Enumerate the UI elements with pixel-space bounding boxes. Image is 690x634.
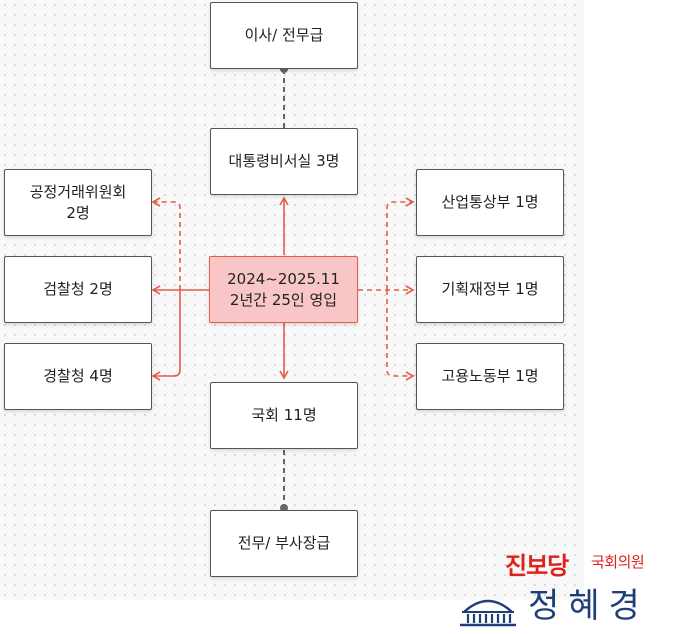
party-name: 진보당: [505, 552, 569, 580]
node-police: 경찰청 4명: [4, 343, 152, 410]
arrow-to-fair-trade: [151, 197, 181, 290]
node-fair-trade-count: 2명: [66, 203, 90, 222]
node-bottom-executive-label: 전무/ 부사장급: [237, 534, 331, 553]
node-assembly: 국회 11명: [210, 382, 358, 449]
node-president-office: 대통령비서실 3명: [210, 128, 358, 195]
node-trade-ministry: 산업통상부 1명: [416, 169, 564, 236]
node-labor-ministry: 고용노동부 1명: [416, 343, 564, 410]
node-president-office-label: 대통령비서실 3명: [228, 152, 340, 171]
lawmaker-title: 국회의원: [591, 553, 645, 571]
node-center-summary: 2024~2025.11 2년간 25인 영입: [209, 256, 358, 323]
node-top-executive-label: 이사/ 전무급: [244, 26, 324, 45]
node-finance-ministry-label: 기획재정부 1명: [441, 280, 539, 299]
node-fair-trade: 공정거래위원회 2명: [4, 169, 152, 236]
node-bottom-executive: 전무/ 부사장급: [210, 510, 358, 577]
node-assembly-label: 국회 11명: [251, 406, 317, 425]
node-police-label: 경찰청 4명: [43, 367, 113, 386]
node-labor-ministry-label: 고용노동부 1명: [441, 367, 539, 386]
arrow-to-trade-ministry: [386, 197, 415, 290]
center-period: 2024~2025.11: [227, 270, 340, 289]
center-count: 2년간 25인 영입: [229, 290, 338, 309]
node-fair-trade-label: 공정거래위원회: [29, 183, 127, 202]
arrow-to-labor-ministry: [386, 290, 415, 381]
node-prosecution: 검찰청 2명: [4, 256, 152, 323]
arrow-to-police: [151, 290, 181, 381]
node-finance-ministry: 기획재정부 1명: [416, 256, 564, 323]
node-prosecution-label: 검찰청 2명: [43, 280, 113, 299]
node-top-executive: 이사/ 전무급: [210, 2, 358, 69]
diagram-canvas: 이사/ 전무급 대통령비서실 3명 2024~2025.11 2년간 25인 영…: [0, 0, 584, 600]
node-trade-ministry-label: 산업통상부 1명: [441, 193, 539, 212]
lawmaker-name: 정혜경: [528, 586, 649, 626]
national-assembly-icon: [460, 599, 516, 627]
